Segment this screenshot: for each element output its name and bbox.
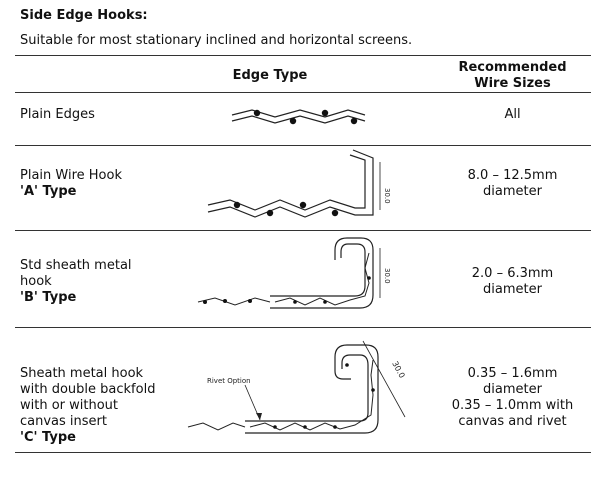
rivet-option-callout: Rivet Option xyxy=(207,377,251,385)
wire-line: diameter xyxy=(483,184,542,199)
row-label-line: Plain Wire Hook xyxy=(20,168,122,183)
dimension-label-b: 30.0 xyxy=(383,268,391,284)
table-top-rule xyxy=(15,55,591,56)
row-label-plain-edges: Plain Edges xyxy=(20,107,95,123)
header-edge-type: Edge Type xyxy=(232,68,308,83)
dimension-label-a: 30.0 xyxy=(383,188,391,204)
row-wire-plain-edges: All xyxy=(430,107,595,123)
row-wire-std-sheath: 2.0 – 6.3mm diameter xyxy=(430,266,595,298)
row-type-a: 'A' Type xyxy=(20,184,77,199)
page-title: Side Edge Hooks: xyxy=(20,8,148,23)
plain-edge-diagram xyxy=(231,109,366,125)
table-bottom-rule xyxy=(15,452,591,453)
a-type-hook-diagram: 30.0 xyxy=(207,149,391,218)
row-label-double-backfold: Sheath metal hook with double backfold w… xyxy=(20,366,155,446)
row-rule-3 xyxy=(15,327,591,328)
page-subtitle: Suitable for most stationary inclined an… xyxy=(20,33,413,48)
row-wire-double-backfold: 0.35 – 1.6mm diameter 0.35 – 1.0mm with … xyxy=(430,366,595,430)
row-rule-1 xyxy=(15,145,591,146)
row-label-line: canvas insert xyxy=(20,414,107,429)
row-label-line: Plain Edges xyxy=(20,107,95,122)
row-wire-plain-wire-hook: 8.0 – 12.5mm diameter xyxy=(430,168,595,200)
row-label-line: Sheath metal hook xyxy=(20,366,144,381)
row-type-b: 'B' Type xyxy=(20,290,77,305)
header-wire-line2: Wire Sizes xyxy=(474,76,551,91)
row-type-c: 'C' Type xyxy=(20,430,76,445)
b-type-hook-diagram: 30.0 xyxy=(197,237,391,309)
row-label-plain-wire-hook: Plain Wire Hook 'A' Type xyxy=(20,168,122,200)
row-rule-2 xyxy=(15,230,591,231)
row-label-line: Std sheath metal xyxy=(20,258,132,273)
row-label-line: hook xyxy=(20,274,52,289)
wire-line: canvas and rivet xyxy=(458,414,567,429)
c-type-hook-diagram: Rivet Option 30.0 xyxy=(187,340,407,434)
header-wire-sizes: Recommended Wire Sizes xyxy=(440,60,585,92)
header-wire-line1: Recommended xyxy=(458,60,567,75)
wire-line: diameter xyxy=(483,382,542,397)
wire-line: 0.35 – 1.0mm with xyxy=(451,398,574,413)
wire-line: 8.0 – 12.5mm xyxy=(467,168,558,183)
row-label-line: with double backfold xyxy=(20,382,156,397)
row-label-line: with or without xyxy=(20,398,119,413)
wire-line: 0.35 – 1.6mm xyxy=(467,366,558,381)
wire-line: diameter xyxy=(483,282,542,297)
wire-line: All xyxy=(504,107,521,122)
wire-line: 2.0 – 6.3mm xyxy=(471,266,554,281)
dimension-label-c: 30.0 xyxy=(390,360,406,380)
header-rule xyxy=(15,92,591,93)
row-label-std-sheath: Std sheath metal hook 'B' Type xyxy=(20,258,132,306)
